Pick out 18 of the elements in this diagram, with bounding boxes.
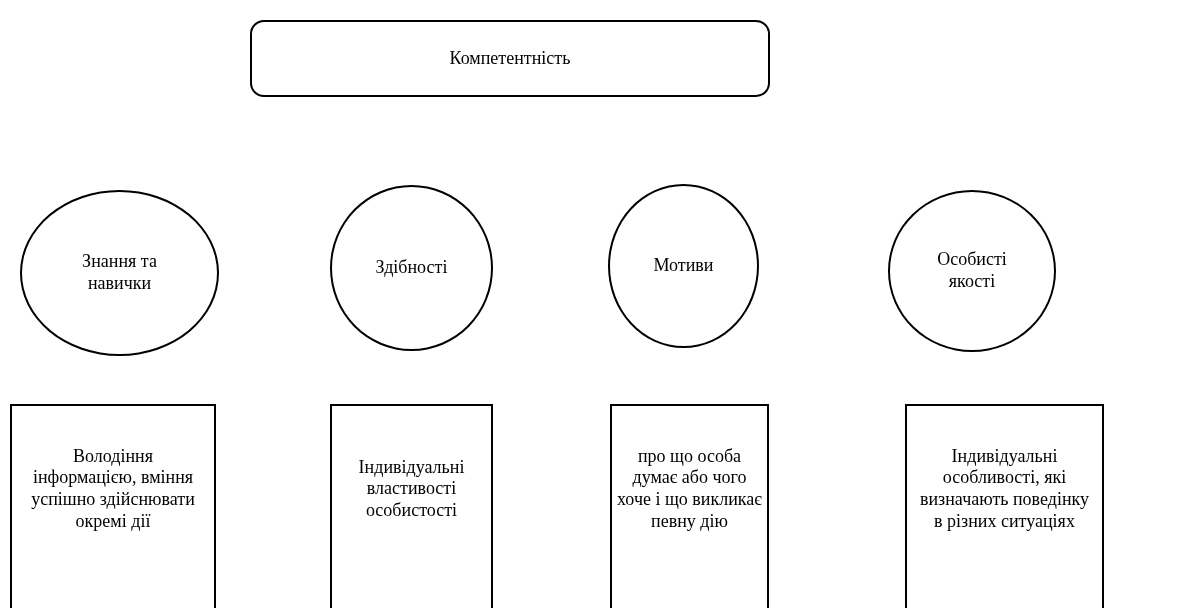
- concept-ellipse: [330, 185, 493, 351]
- concept-label: Здібності: [375, 257, 448, 279]
- description-text: Індивідуальні особливості, які визначають поведінку в різних ситуаціях: [919, 445, 1090, 533]
- description-box: [905, 404, 1104, 608]
- description-text: Індивідуальні властивості особистості: [357, 456, 466, 522]
- concept-label: Знання та навички: [81, 251, 158, 295]
- title-text: Компетентність: [449, 47, 571, 70]
- description-text: Володіння інформацією, вміння успішно здійснювати окремі дії: [30, 445, 196, 533]
- title-box: [250, 20, 770, 97]
- description-text: про що особа думає або чого хоче і що викликає певну дію: [616, 445, 763, 533]
- description-box: [610, 404, 769, 608]
- concept-ellipse: [888, 190, 1056, 352]
- description-box: [330, 404, 493, 608]
- concept-label: Мотиви: [653, 255, 714, 277]
- description-box: [10, 404, 216, 608]
- concept-label: Особисті якості: [936, 249, 1008, 293]
- concept-ellipse: [20, 190, 219, 356]
- concept-ellipse: [608, 184, 759, 348]
